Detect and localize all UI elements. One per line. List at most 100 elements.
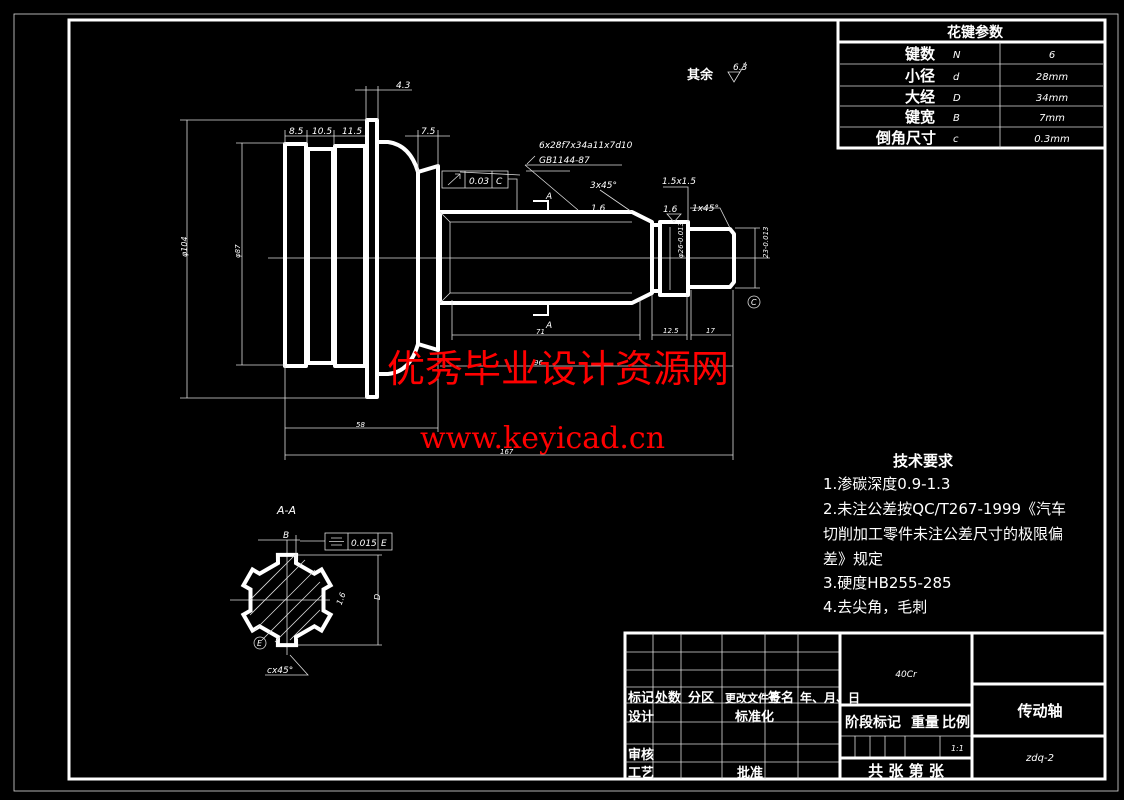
tech-req-line: 切削加工零件未注公差尺寸的极限偏	[823, 525, 1063, 543]
scale-label: 比例	[942, 714, 970, 731]
datum-c-circle	[747, 295, 761, 309]
datum-e: E	[257, 639, 263, 648]
row-value: 6	[1049, 50, 1055, 61]
spline-profile	[240, 552, 334, 648]
inner-frame	[67, 18, 1107, 781]
part-name: 传动轴	[1016, 702, 1062, 720]
header-change-doc: 更改文件号	[725, 691, 780, 705]
row-value: 0.3mm	[1034, 134, 1070, 145]
chamfer-3x45: 3x45°	[590, 181, 617, 191]
section-mark-bottom: A	[545, 321, 552, 331]
row-symbol: d	[953, 72, 960, 83]
drawing-number: zdq-2	[1025, 753, 1054, 764]
table-row: 大经 D 34mm	[905, 88, 1068, 106]
main-view: φ104 φ87 4.3 8.5 10.5 11.5 7.5 58 167 96…	[180, 81, 770, 460]
dim-12-5: 12.5	[663, 327, 679, 335]
dim-d: D	[373, 594, 382, 600]
dim-phi104: φ104	[180, 236, 189, 257]
tolerance-value: 0.03	[469, 177, 489, 187]
row-symbol: B	[953, 113, 960, 124]
tech-req-title: 技术要求	[893, 452, 954, 470]
section-view-a-a: A-A B D 0.015 E 1.6 E cx45°	[230, 504, 393, 676]
tolerance-value: 0.015	[351, 539, 377, 549]
dim-23: 23-0.013	[762, 227, 770, 258]
section-cut-marks	[533, 200, 549, 316]
runout-icon	[447, 173, 461, 186]
outer-frame	[13, 13, 1119, 792]
symmetry-icon	[329, 537, 344, 546]
chamfer-1x45: 1x45°	[692, 204, 719, 214]
tech-req-line: 1.渗碳深度0.9-1.3	[823, 475, 950, 493]
material: 40Cr	[895, 670, 918, 680]
table-row: 键宽 B 7mm	[904, 108, 1065, 126]
runout-tolerance-frame: 0.03 C	[441, 170, 518, 210]
section-mark-top: A	[545, 192, 552, 202]
tech-req-line: 差》规定	[823, 550, 883, 568]
spline-parameter-table: 花键参数 键数 N 6 小径 d 28mm 大经 D 34mm 键宽 B 7mm…	[836, 18, 1107, 150]
watermark-url: www.keyicad.cn	[420, 421, 665, 456]
tech-req-line: 2.未注公差按QC/T267-1999《汽车	[823, 500, 1066, 518]
dim-b: B	[283, 531, 289, 541]
tech-req-line: 3.硬度HB255-285	[823, 574, 952, 592]
dim-4-3: 4.3	[396, 81, 411, 91]
chamfer-1-5x1-5: 1.5x1.5	[662, 177, 696, 187]
hatching	[249, 554, 323, 643]
table-title: 花键参数	[947, 24, 1004, 41]
row-label: 键数	[904, 45, 936, 63]
row-label: 小径	[905, 67, 935, 85]
table-row: 键数 N 6	[904, 45, 1055, 63]
header-zone: 分区	[688, 690, 714, 706]
roughness-icon	[727, 61, 747, 83]
row-value: 7mm	[1039, 113, 1065, 124]
roughness-value: 6.3	[733, 63, 748, 73]
process-label: 工艺	[628, 765, 654, 781]
design-label: 设计	[628, 709, 654, 725]
standardization-label: 标准化	[734, 709, 774, 725]
header-date: 年、月、日	[800, 690, 860, 705]
row-value: 34mm	[1036, 93, 1068, 104]
dim-58: 58	[356, 421, 365, 429]
stage-label: 阶段标记	[845, 714, 901, 731]
dim-10-5: 10.5	[312, 127, 332, 137]
watermark-cn: 优秀毕业设计资源网	[387, 347, 729, 391]
roughness-1-6: 1.6	[591, 204, 606, 214]
row-symbol: c	[953, 134, 959, 145]
spline-spec: 6x28f7x34a11x7d10	[539, 141, 633, 151]
roughness-1-6: 1.6	[663, 205, 678, 215]
spline-standard: GB1144-87	[539, 156, 590, 166]
header-count: 处数	[654, 690, 682, 706]
datum-c: C	[751, 298, 757, 307]
section-title: A-A	[276, 504, 296, 517]
row-label: 大经	[905, 88, 935, 106]
dim-8-5: 8.5	[289, 127, 304, 137]
chamfer-cx45: cx45°	[267, 666, 293, 676]
header-signature: 签名	[767, 690, 794, 706]
dim-167: 167	[500, 448, 514, 456]
tolerance-datum: E	[381, 539, 387, 549]
roughness-note: 其余 6.3	[687, 61, 748, 83]
dim-11-5: 11.5	[342, 127, 362, 137]
row-label: 倒角尺寸	[875, 129, 936, 147]
dim-71: 71	[536, 328, 545, 336]
header-mark: 标记	[627, 690, 654, 706]
sheet-count: 共 张 第 张	[868, 762, 945, 780]
table-row: 小径 d 28mm	[905, 67, 1068, 85]
technical-requirements: 技术要求 1.渗碳深度0.9-1.3 2.未注公差按QC/T267-1999《汽…	[823, 452, 1066, 616]
row-symbol: N	[953, 50, 961, 61]
weight-label: 重量	[911, 714, 939, 731]
roughness-icon	[666, 213, 682, 223]
scale-value: 1:1	[951, 744, 964, 753]
tech-req-line: 4.去尖角，毛刺	[823, 598, 927, 616]
row-symbol: D	[953, 93, 961, 104]
datum-e-circle	[253, 636, 267, 650]
row-label: 键宽	[904, 108, 935, 126]
tolerance-datum: C	[496, 177, 503, 187]
roughness-label: 其余	[687, 67, 714, 83]
approve-label: 批准	[737, 765, 763, 781]
dim-phi26: φ26-0.013	[677, 222, 685, 258]
dim-phi87: φ87	[234, 244, 242, 258]
row-value: 28mm	[1036, 72, 1068, 83]
dim-7-5: 7.5	[421, 127, 436, 137]
title-block: 标记 处数 分区 更改文件号 签名 年、月、日 设计 标准化 审核 工艺 批准 …	[623, 631, 1107, 781]
